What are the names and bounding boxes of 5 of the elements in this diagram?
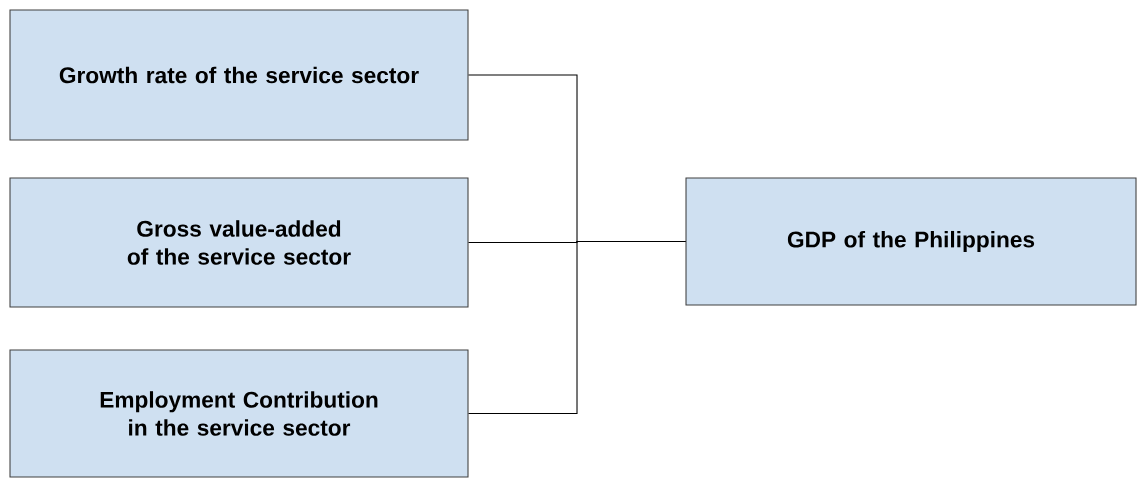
- process-box: Gross value-added of the service sector: [9, 177, 469, 308]
- process-box: Growth rate of the service sector: [9, 9, 469, 141]
- process-box: GDP of the Philippines: [685, 177, 1137, 306]
- connector-line: [468, 240, 686, 415]
- process-box: Employment Contribution in the service sector: [9, 349, 469, 478]
